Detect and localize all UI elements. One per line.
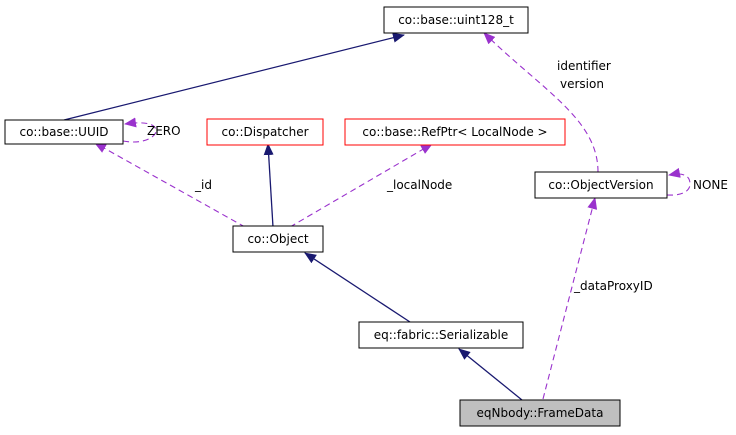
edge-label-identifier: identifier bbox=[557, 59, 611, 73]
node-refptr[interactable]: co::base::RefPtr< LocalNode > bbox=[344, 118, 566, 146]
node-serializable[interactable]: eq::fabric::Serializable bbox=[358, 321, 524, 349]
edge-objectversion-none-self bbox=[666, 167, 691, 196]
edge-serializable-to-object bbox=[304, 252, 411, 323]
edge-objectversion-to-uint128 bbox=[483, 32, 599, 173]
node-label-object: co::Object bbox=[247, 232, 308, 246]
node-label-uuid: co::base::UUID bbox=[19, 125, 108, 139]
node-uuid[interactable]: co::base::UUID bbox=[4, 119, 124, 145]
edge-label-data-proxy-id: _dataProxyID bbox=[573, 279, 653, 293]
edge-label-local-node: _localNode bbox=[386, 178, 452, 192]
node-uint128[interactable]: co::base::uint128_t bbox=[383, 6, 529, 34]
edge-framedata-to-objectversion bbox=[542, 197, 598, 400]
node-dispatcher[interactable]: co::Dispatcher bbox=[206, 118, 324, 146]
node-object-version[interactable]: co::ObjectVersion bbox=[534, 171, 668, 199]
edge-uuid-to-uint128 bbox=[63, 32, 405, 121]
edge-label-zero: ZERO bbox=[147, 124, 181, 138]
edge-framedata-to-serializable bbox=[458, 348, 523, 401]
edge-label-version: version bbox=[560, 77, 604, 91]
edge-object-to-dispatcher bbox=[263, 143, 274, 228]
node-frame-data[interactable]: eqNbody::FrameData bbox=[459, 399, 621, 427]
node-label-frame-data: eqNbody::FrameData bbox=[477, 406, 604, 420]
node-label-serializable: eq::fabric::Serializable bbox=[374, 328, 509, 342]
edge-object-to-uuid bbox=[94, 142, 246, 228]
node-label-object-version: co::ObjectVersion bbox=[548, 178, 653, 192]
edge-object-to-refptr bbox=[289, 143, 433, 228]
edge-label-none: NONE bbox=[693, 178, 728, 192]
edge-label-id: _id bbox=[194, 178, 212, 192]
node-label-uint128: co::base::uint128_t bbox=[398, 13, 514, 27]
node-label-refptr: co::base::RefPtr< LocalNode > bbox=[362, 125, 547, 139]
node-object[interactable]: co::Object bbox=[232, 225, 324, 253]
node-label-dispatcher: co::Dispatcher bbox=[221, 125, 308, 139]
